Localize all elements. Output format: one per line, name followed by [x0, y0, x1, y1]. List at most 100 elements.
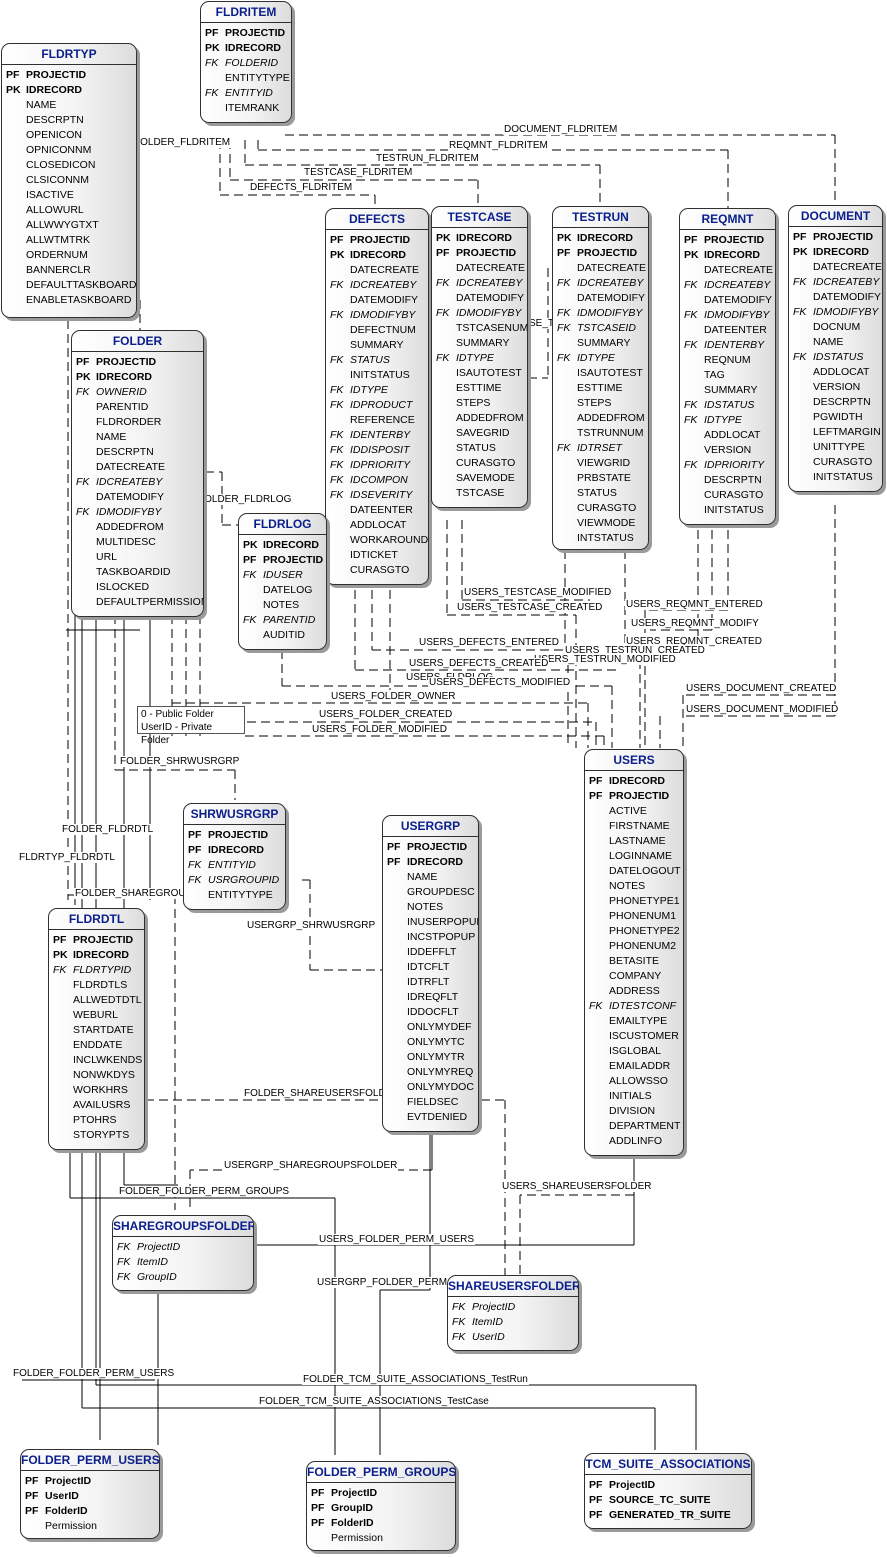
column-row[interactable]: NAME: [2, 98, 136, 113]
column-row[interactable]: STATUS: [432, 441, 527, 456]
column-row[interactable]: ADDLINFO: [585, 1134, 683, 1149]
column-row[interactable]: LASTNAME: [585, 834, 683, 849]
column-row[interactable]: ONLYMYDOC: [383, 1080, 478, 1095]
column-row[interactable]: STEPS: [553, 396, 648, 411]
table-header[interactable]: FLDRLOG: [239, 514, 326, 535]
column-row[interactable]: INITSTATUS: [326, 368, 428, 383]
column-row[interactable]: DATELOGOUT: [585, 864, 683, 879]
table-header[interactable]: DOCUMENT: [789, 206, 882, 227]
column-row[interactable]: ALLWEDTDTL: [49, 993, 144, 1008]
column-row[interactable]: DATECREATE: [72, 460, 203, 475]
column-row[interactable]: ENABLETASKBOARD: [2, 293, 136, 308]
column-row[interactable]: TAG: [680, 368, 775, 383]
column-row[interactable]: COMPANY: [585, 969, 683, 984]
column-row[interactable]: DATEMODIFY: [432, 291, 527, 306]
column-row[interactable]: CURASGTO: [432, 456, 527, 471]
column-row[interactable]: ALLOWURL: [2, 203, 136, 218]
column-row[interactable]: DESCRPTN: [789, 395, 882, 410]
column-row[interactable]: SAVEMODE: [432, 471, 527, 486]
column-row[interactable]: INCSTPOPUP: [383, 930, 478, 945]
column-row[interactable]: OPNICONNM: [2, 143, 136, 158]
column-row[interactable]: EMAILADDR: [585, 1059, 683, 1074]
column-row[interactable]: PHONENUM1: [585, 909, 683, 924]
column-row[interactable]: DESCRPTN: [72, 445, 203, 460]
column-row[interactable]: FLDRORDER: [72, 415, 203, 430]
column-row[interactable]: EMAILTYPE: [585, 1014, 683, 1029]
column-row[interactable]: NOTES: [239, 598, 326, 613]
column-row[interactable]: DESCRPTN: [2, 113, 136, 128]
column-row[interactable]: ACTIVE: [585, 804, 683, 819]
column-row[interactable]: PHONENUM2: [585, 939, 683, 954]
column-row[interactable]: DATEMODIFY: [789, 290, 882, 305]
column-row[interactable]: CURASGTO: [326, 563, 428, 578]
column-row[interactable]: ONLYMYDEF: [383, 1020, 478, 1035]
column-row[interactable]: EVTDENIED: [383, 1110, 478, 1125]
column-row[interactable]: ADDEDFROM: [553, 411, 648, 426]
column-row[interactable]: IDDOCFLT: [383, 1005, 478, 1020]
column-row[interactable]: ADDRESS: [585, 984, 683, 999]
column-row[interactable]: NAME: [72, 430, 203, 445]
column-row[interactable]: DESCRPTN: [680, 473, 775, 488]
column-row[interactable]: SUMMARY: [432, 336, 527, 351]
column-row[interactable]: NONWKDYS: [49, 1068, 144, 1083]
column-row[interactable]: ALLOWSSO: [585, 1074, 683, 1089]
column-row[interactable]: PHONETYPE1: [585, 894, 683, 909]
column-row[interactable]: DATEENTER: [326, 503, 428, 518]
column-row[interactable]: TASKBOARDID: [72, 565, 203, 580]
column-row[interactable]: IDREQFLT: [383, 990, 478, 1005]
column-row[interactable]: DATEMODIFY: [72, 490, 203, 505]
table-header[interactable]: TESTCASE: [432, 207, 527, 228]
column-row[interactable]: INTSTATUS: [553, 531, 648, 546]
column-row[interactable]: ISAUTOTEST: [553, 366, 648, 381]
column-row[interactable]: ISCUSTOMER: [585, 1029, 683, 1044]
column-row[interactable]: DATELOG: [239, 583, 326, 598]
column-row[interactable]: ONLYMYTR: [383, 1050, 478, 1065]
column-row[interactable]: ENTITYTYPE: [184, 888, 285, 903]
table-header[interactable]: FLDRTYP: [2, 44, 136, 65]
column-row[interactable]: NOTES: [585, 879, 683, 894]
column-row[interactable]: DATECREATE: [789, 260, 882, 275]
column-row[interactable]: TSTRUNNUM: [553, 426, 648, 441]
column-row[interactable]: NAME: [383, 870, 478, 885]
column-row[interactable]: DATEMODIFY: [680, 293, 775, 308]
